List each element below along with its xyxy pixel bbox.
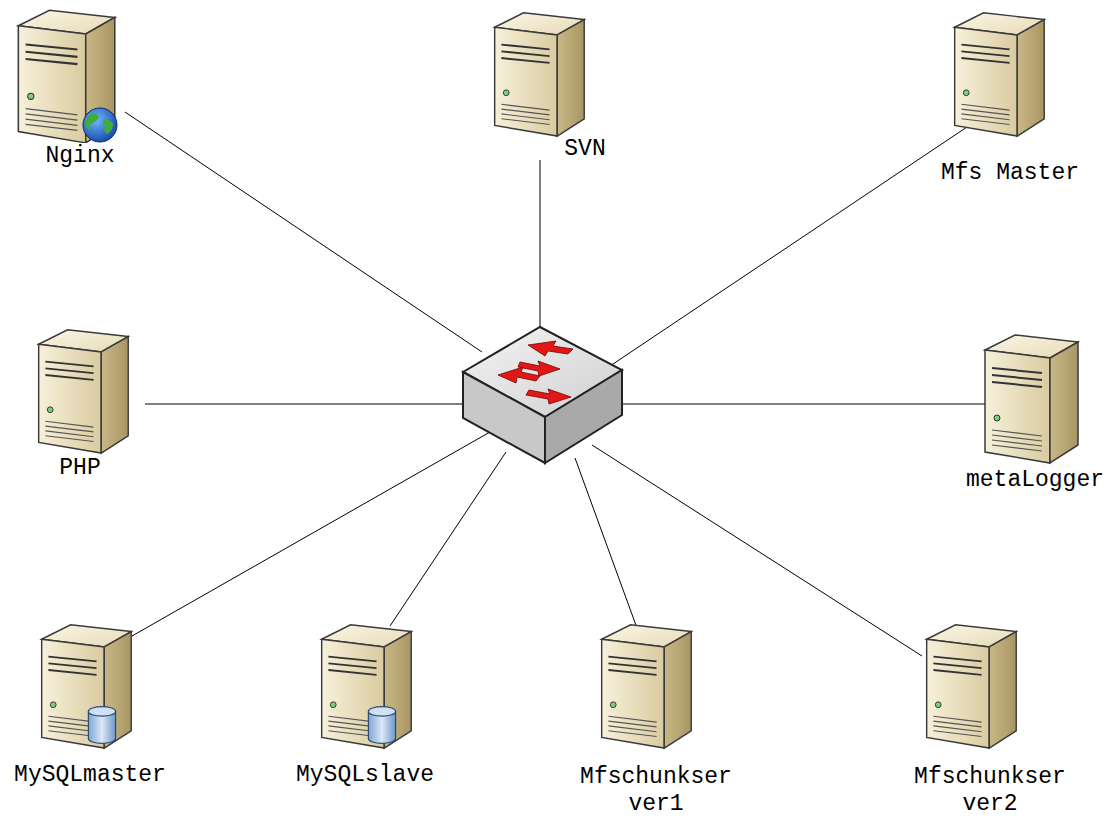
server-label: Nginx (43, 143, 116, 170)
server-label: PHP (57, 455, 102, 482)
network-switch (463, 327, 622, 463)
server-node: Mfs Master (939, 160, 1081, 187)
server-node: Mfschunkser ver2 (908, 764, 1073, 818)
server-node: Nginx (43, 143, 116, 170)
server-label: MySQLmaster (12, 762, 168, 789)
server-label: Mfschunkser ver1 (574, 764, 739, 818)
server-node: metaLogger (964, 467, 1106, 494)
server-icons (18, 10, 1078, 748)
server-node: Mfschunkser ver1 (574, 764, 739, 818)
server-label: SVN (562, 136, 607, 163)
server-label: Mfs Master (939, 160, 1081, 187)
server-node: MySQLslave (294, 762, 436, 789)
network-links (125, 112, 985, 656)
server-node: PHP (57, 455, 102, 482)
server-label: metaLogger (964, 467, 1106, 494)
server-node: SVN (562, 136, 607, 163)
server-label: MySQLslave (294, 762, 436, 789)
database-symbols (88, 707, 395, 744)
server-node: MySQLmaster (12, 762, 168, 789)
server-label: Mfschunkser ver2 (908, 764, 1073, 818)
globe-symbol (83, 108, 117, 142)
